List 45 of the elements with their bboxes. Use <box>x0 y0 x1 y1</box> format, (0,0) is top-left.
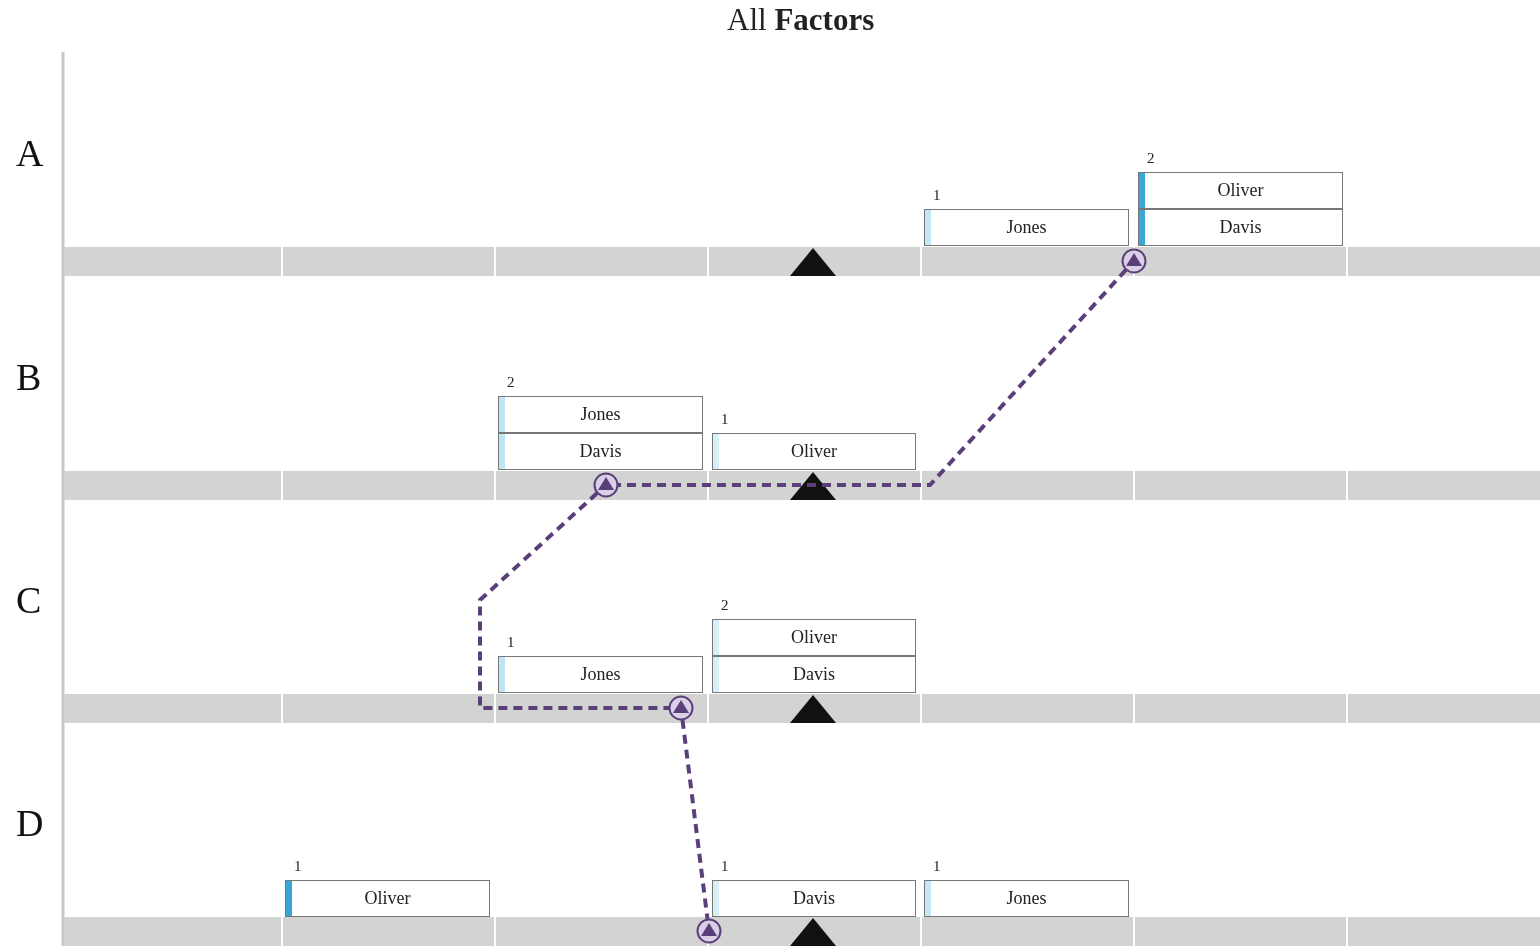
count-label: 2 <box>1147 150 1155 167</box>
name-box <box>712 433 916 470</box>
name-text: Oliver <box>1217 180 1264 201</box>
count-label: 1 <box>721 411 729 428</box>
name-box <box>712 656 916 693</box>
row-label: D <box>16 804 44 842</box>
name-box <box>1138 209 1343 246</box>
name-text: Davis <box>793 888 835 909</box>
row-label: B <box>16 358 42 396</box>
count-label: 1 <box>721 858 729 875</box>
count-label: 1 <box>294 858 302 875</box>
name-text: Jones <box>580 404 621 425</box>
count-label: 1 <box>507 634 515 651</box>
name-box <box>1138 172 1343 209</box>
count-label: 1 <box>933 858 941 875</box>
name-text: Oliver <box>791 441 837 462</box>
name-text: Oliver <box>791 627 837 648</box>
name-text: Davis <box>1219 217 1262 238</box>
connector-line <box>478 491 669 710</box>
name-box <box>712 619 916 656</box>
name-box <box>924 880 1129 917</box>
name-box <box>498 433 703 470</box>
position-marker <box>668 695 694 721</box>
connector-line <box>618 268 1128 487</box>
name-text: Jones <box>580 664 621 685</box>
count-label: 2 <box>721 597 729 614</box>
position-marker <box>1121 248 1147 274</box>
count-label: 2 <box>507 374 515 391</box>
chart-title: All Factors <box>727 2 875 38</box>
row-label: A <box>16 134 44 172</box>
row-label: C <box>16 581 42 619</box>
position-marker <box>593 472 619 498</box>
name-text: Oliver <box>364 888 411 909</box>
name-text: Davis <box>793 664 835 685</box>
name-box <box>498 656 703 693</box>
name-text: Jones <box>1006 888 1047 909</box>
count-label: 1 <box>933 187 941 204</box>
name-text: Jones <box>1006 217 1047 238</box>
name-box <box>712 880 916 917</box>
name-box <box>285 880 490 917</box>
name-text: Davis <box>579 441 622 462</box>
connector-line <box>680 719 710 920</box>
name-box <box>924 209 1129 246</box>
position-marker <box>696 918 722 944</box>
name-box <box>498 396 703 433</box>
